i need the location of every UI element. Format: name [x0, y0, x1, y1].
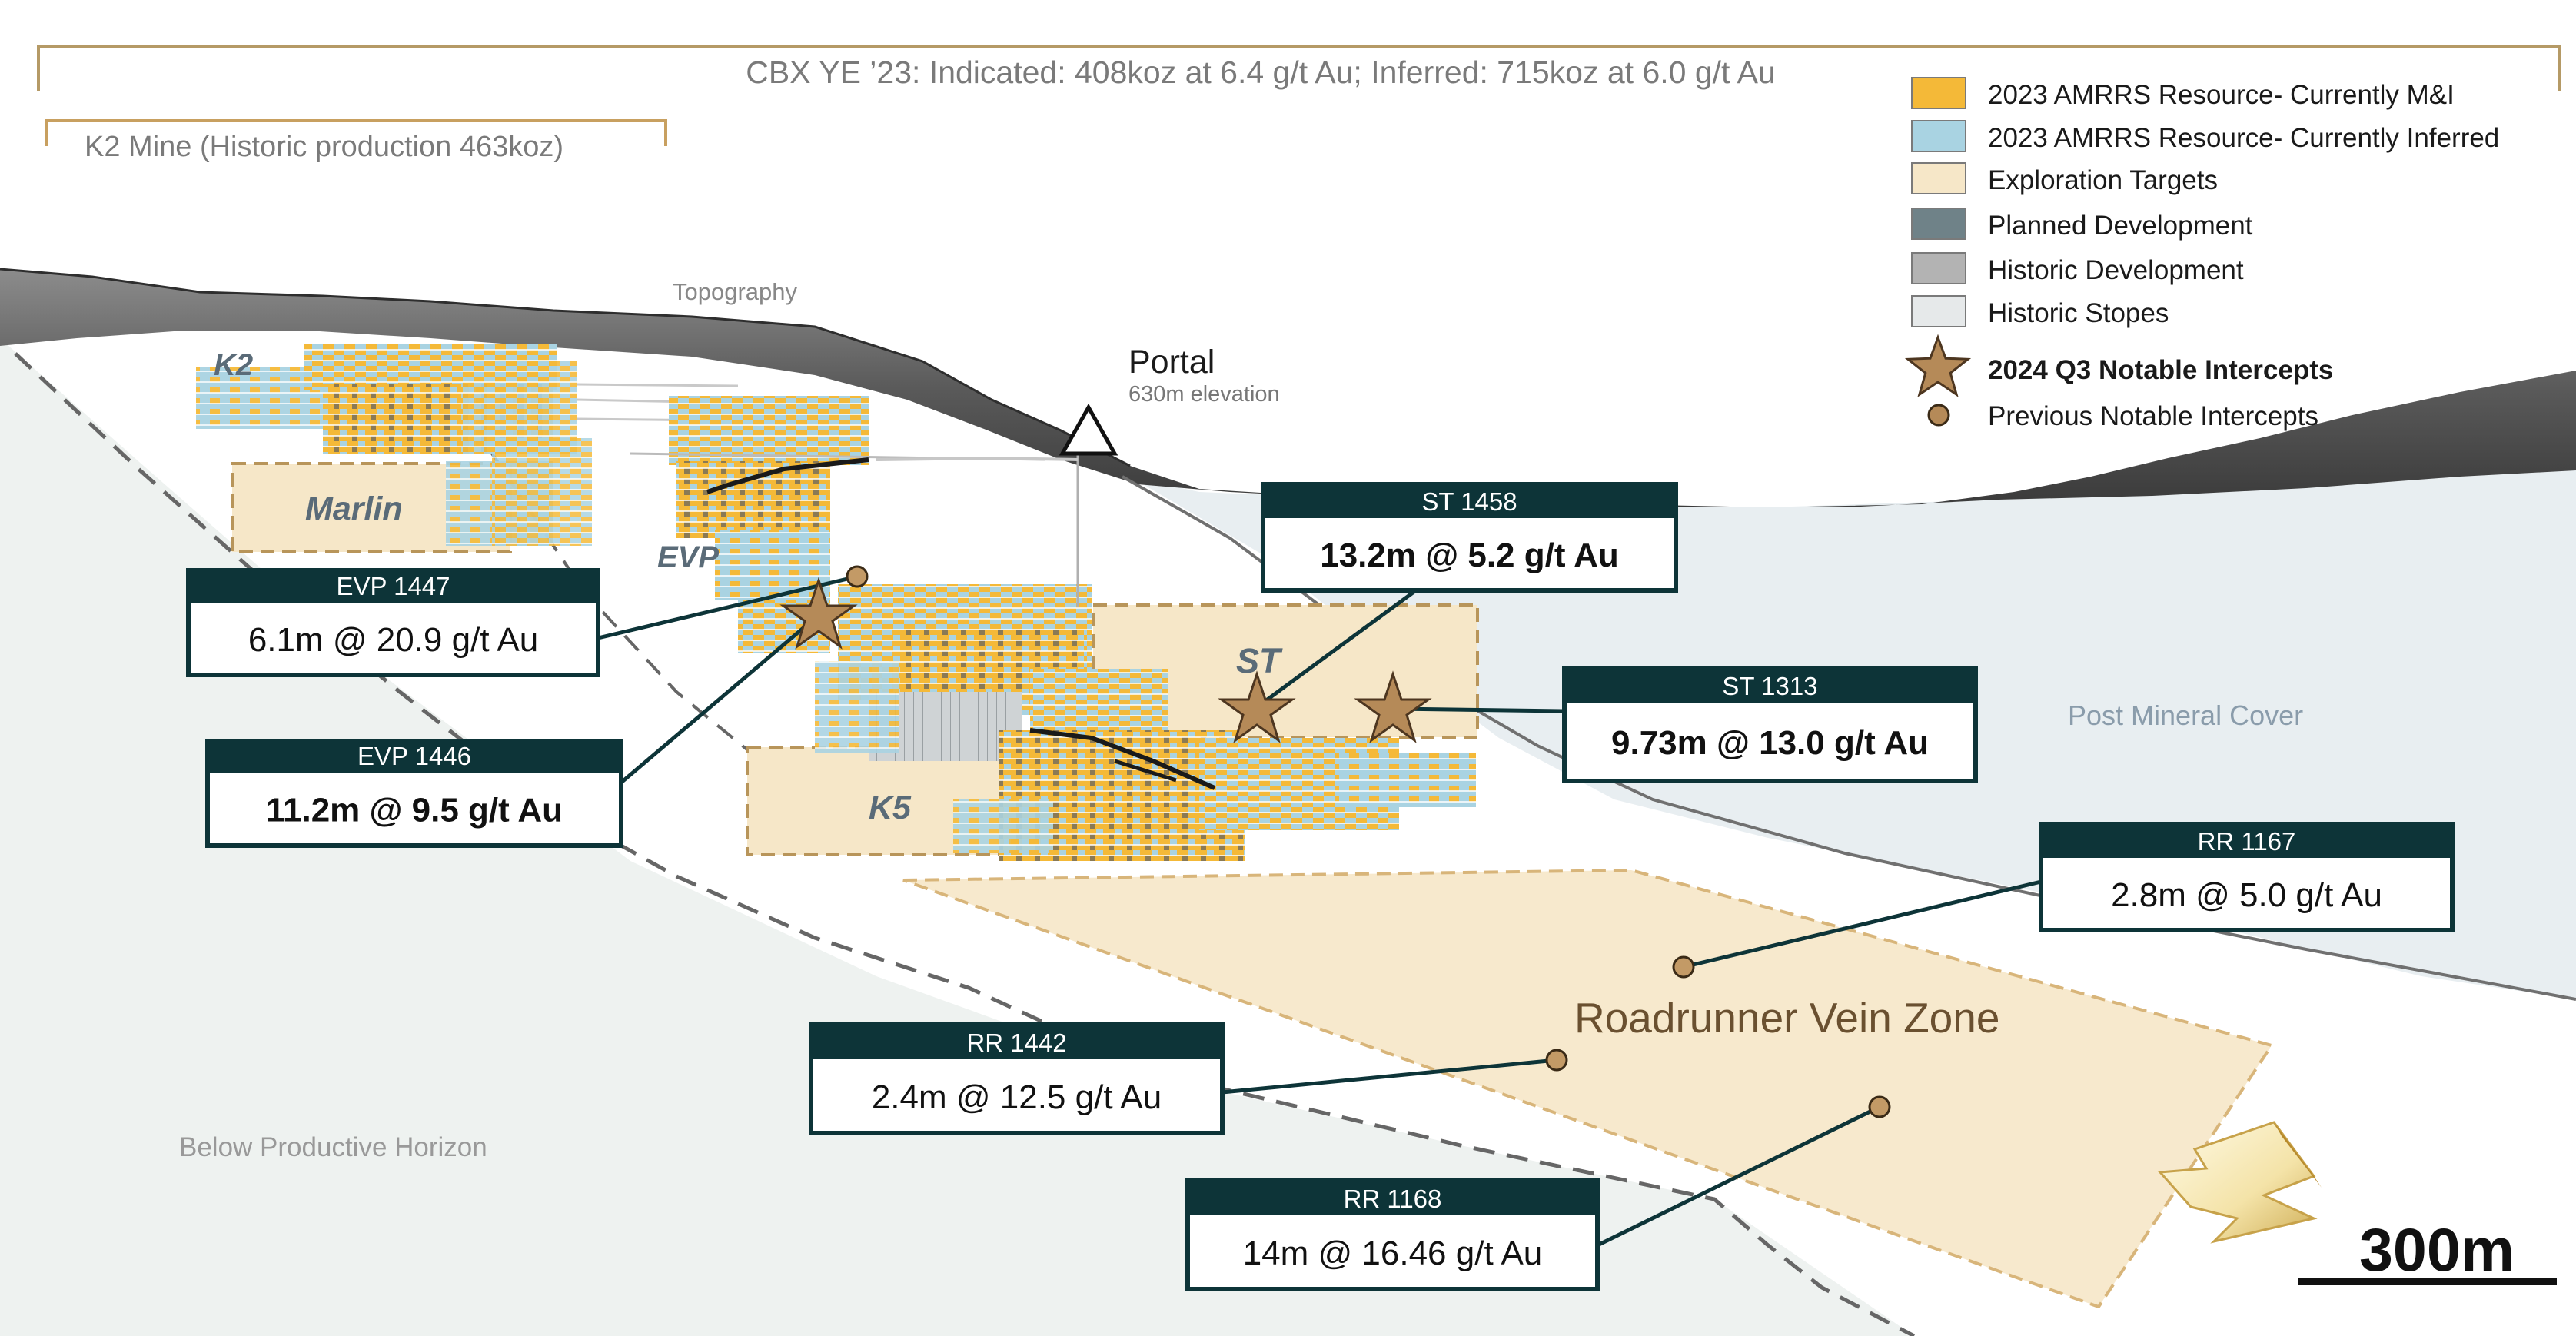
marlin-zone-label: Marlin: [305, 490, 403, 527]
legend-label: Previous Notable Intercepts: [1988, 401, 2318, 431]
callout-header: [208, 742, 621, 773]
callout-connectors: [597, 574, 2042, 1248]
post-mineral-cover-label: Post Mineral Cover: [2068, 700, 2303, 731]
legend-label: Historic Development: [1988, 255, 2244, 285]
previous-intercept-dot: [846, 565, 869, 588]
intercept-callout: EVP 1447 6.1m @ 20.9 g/t Au: [186, 568, 600, 677]
legend-swatch: [1911, 295, 1966, 327]
below-productive-horizon-zone: [0, 338, 1914, 1336]
legend-swatch: [1911, 120, 1966, 152]
callout-header: [1564, 669, 1976, 703]
below-productive-horizon-label: Below Productive Horizon: [179, 1132, 487, 1162]
previous-intercept-dot: [1868, 1095, 1891, 1118]
callout-header: [1263, 484, 1676, 518]
callout-result: 11.2m @ 9.5 g/t Au: [266, 792, 563, 829]
scale-label: 300m: [2359, 1215, 2515, 1284]
legend-item: 2023 AMRRS Resource- Currently Inferred: [1911, 120, 2499, 153]
legend-label: 2023 AMRRS Resource- Currently Inferred: [1988, 123, 2499, 153]
central-resource-blocks: [815, 584, 1168, 761]
topography-label: Topography: [673, 278, 798, 305]
q3-intercept-star: [1218, 670, 1296, 743]
callout-result: 14m @ 16.46 g/t Au: [1243, 1235, 1543, 1272]
legend-star-icon: [1904, 334, 1972, 397]
callout-id: ST 1458: [1421, 487, 1517, 516]
direction-arrow: [2157, 1121, 2322, 1244]
callout-header: [1188, 1181, 1597, 1215]
callouts: EVP 1447 6.1m @ 20.9 g/t Au EVP 1446 11.2m …: [186, 482, 2455, 1291]
q3-intercept-star: [779, 577, 858, 650]
topography-ridge-line: [0, 268, 1131, 467]
callout-id: EVP 1446: [357, 742, 471, 770]
previous-intercept-dot: [1545, 1049, 1568, 1072]
topography-terrain: [0, 269, 2576, 507]
callout-id: ST 1313: [1722, 672, 1817, 700]
legend-item: Historic Development: [1911, 252, 2244, 285]
legend-item: Historic Stopes: [1911, 295, 2169, 328]
legend: 2023 AMRRS Resource- Currently M&I 2023 A…: [1904, 77, 2499, 431]
callout-header: [811, 1025, 1222, 1059]
legend-swatch: [1911, 162, 1966, 194]
intercept-callout: ST 1313 9.73m @ 13.0 g/t Au: [1562, 666, 1978, 783]
k5-st-resource-blocks: [953, 728, 1476, 861]
callout-result: 2.4m @ 12.5 g/t Au: [872, 1078, 1162, 1116]
legend-label: Exploration Targets: [1988, 165, 2218, 195]
callout-result: 13.2m @ 5.2 g/t Au: [1320, 537, 1619, 574]
portal-elevation-label: 630m elevation: [1128, 382, 1280, 407]
portal-label: Portal: [1128, 344, 1215, 381]
roadrunner-target: [902, 868, 2275, 1309]
callout-id: RR 1167: [2198, 827, 2296, 856]
planned-decline: [876, 456, 1079, 461]
intercept-callout: RR 1168 14m @ 16.46 g/t Au: [1185, 1178, 1600, 1291]
legend-label: Historic Stopes: [1988, 298, 2169, 328]
intercept-callout: RR 1442 2.4m @ 12.5 g/t Au: [809, 1022, 1225, 1135]
k2-header-bracket: [45, 119, 667, 146]
intercept-callout: ST 1458 13.2m @ 5.2 g/t Au: [1261, 482, 1678, 593]
callout-header: [188, 570, 598, 603]
callout-id: RR 1442: [966, 1029, 1066, 1057]
callout-result: 6.1m @ 20.9 g/t Au: [248, 621, 538, 659]
legend-label: Planned Development: [1988, 211, 2253, 241]
scale-bar: [2298, 1278, 2557, 1285]
callout-header: [2041, 824, 2452, 858]
intercept-callout: EVP 1446 11.2m @ 9.5 g/t Au: [205, 739, 623, 848]
callout-id: EVP 1447: [336, 572, 450, 600]
legend-swatch: [1911, 208, 1966, 240]
legend-label: 2024 Q3 Notable Intercepts: [1988, 355, 2333, 385]
callout-result: 9.73m @ 13.0 g/t Au: [1611, 724, 1929, 762]
legend-item: Planned Development: [1911, 208, 2253, 241]
previous-intercept-dot: [1672, 955, 1695, 979]
legend-item: Exploration Targets: [1911, 162, 2218, 195]
callout-id: RR 1168: [1344, 1185, 1442, 1213]
legend-item: 2023 AMRRS Resource- Currently M&I: [1911, 77, 2455, 110]
k5-zone-label: K5: [869, 789, 912, 826]
evp-zone-label: EVP: [657, 540, 719, 574]
cbx-summary-text: CBX YE ’23: Indicated: 408koz at 6.4 g/t…: [746, 55, 1775, 90]
legend-item: Previous Notable Intercepts: [1927, 401, 2318, 431]
intercept-callout: RR 1167 2.8m @ 5.0 g/t Au: [2039, 822, 2455, 932]
st-zone-label: ST: [1236, 641, 1283, 680]
roadrunner-zone-label: Roadrunner Vein Zone: [1574, 994, 1999, 1042]
q3-intercept-star: [1354, 670, 1432, 743]
callout-result: 2.8m @ 5.0 g/t Au: [2111, 876, 2382, 914]
legend-item: 2024 Q3 Notable Intercepts: [1904, 334, 2333, 397]
cbx-header-bracket: [37, 45, 2561, 91]
legend-swatch: [1911, 77, 1966, 109]
portal-marker: [1059, 403, 1118, 456]
legend-dot-icon: [1927, 404, 1950, 427]
k2-zone-label: K2: [214, 348, 253, 382]
legend-swatch: [1911, 252, 1966, 284]
legend-label: 2023 AMRRS Resource- Currently M&I: [1988, 80, 2455, 110]
k2-mine-text: K2 Mine (Historic production 463koz): [85, 131, 563, 163]
